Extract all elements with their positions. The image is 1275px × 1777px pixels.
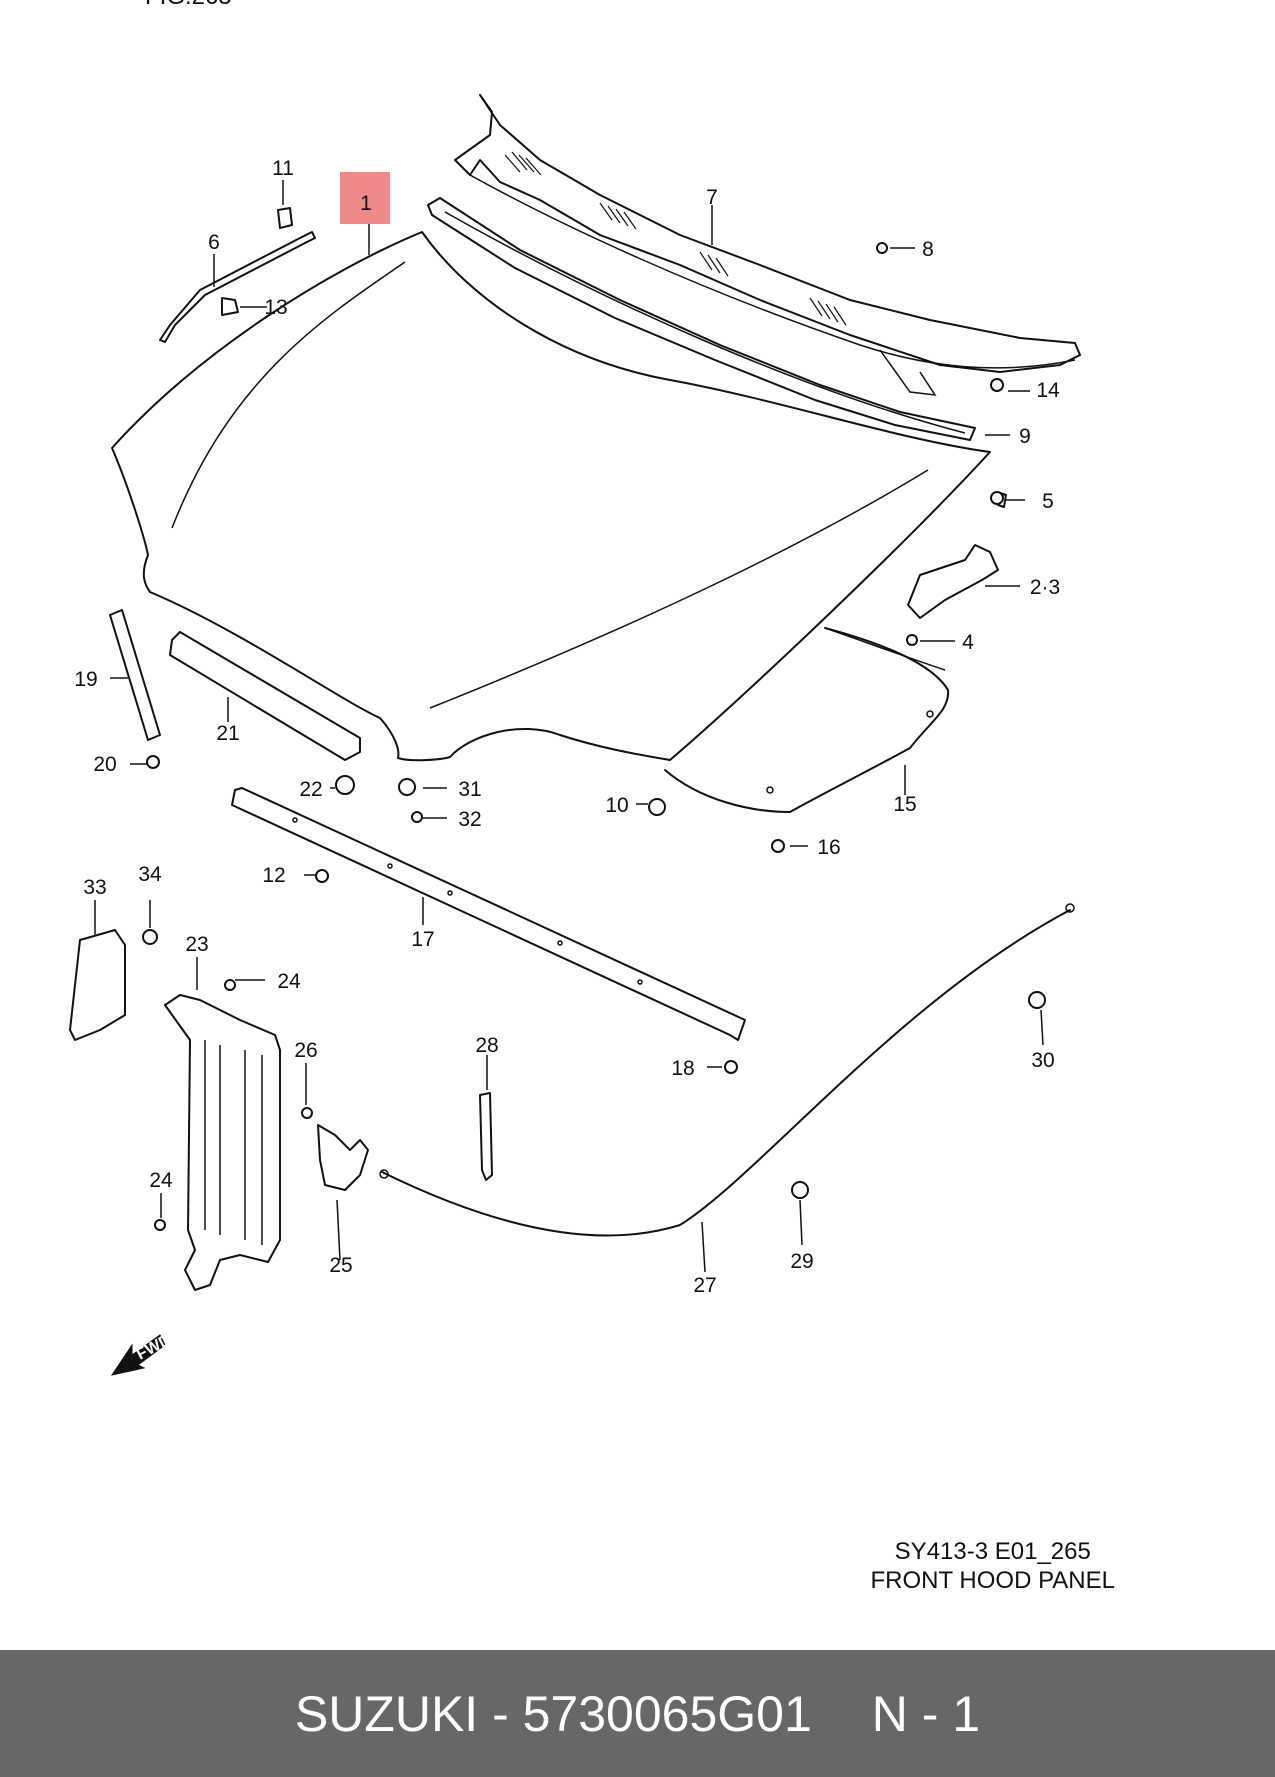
cowl-vent-hatching	[504, 151, 847, 326]
callout-4: 4	[962, 631, 974, 654]
leader-lines	[94, 180, 1044, 1273]
callout-14: 14	[1036, 379, 1060, 402]
callout-17: 17	[411, 928, 434, 951]
latch-support-23	[164, 994, 281, 1291]
callout-6: 6	[208, 231, 220, 254]
callout-34: 34	[138, 863, 162, 886]
caption-title: FRONT HOOD PANEL	[870, 1567, 1115, 1594]
fwd-label: FWD	[134, 1331, 174, 1363]
callout-7: 7	[706, 186, 718, 209]
cowl-top-panel	[454, 94, 1081, 396]
callout-28: 28	[475, 1034, 498, 1057]
callout-31: 31	[458, 778, 481, 801]
callout-16: 16	[817, 836, 840, 859]
callout-2-3: 2·3	[1030, 576, 1060, 599]
front-seal-21	[169, 631, 361, 761]
side-seal-19	[109, 609, 161, 741]
header-fragment: FIG.265	[145, 0, 232, 10]
callout-13: 13	[264, 296, 287, 319]
callout-19: 19	[74, 668, 97, 691]
fasteners	[142, 242, 1046, 1231]
fwd-arrow-icon: FWD	[110, 1331, 174, 1376]
callout-15: 15	[893, 793, 916, 816]
callout-22: 22	[299, 778, 322, 801]
callout-26: 26	[294, 1039, 317, 1062]
callout-29: 29	[790, 1250, 813, 1273]
highlight-box-part-1	[340, 172, 390, 224]
footer-quantity: N - 1	[871, 1685, 981, 1742]
callout-5: 5	[1042, 490, 1054, 513]
callout-8: 8	[922, 238, 934, 261]
hood-insulator	[664, 627, 950, 813]
parts-diagram: FIG.265	[69, 0, 1081, 1376]
callout-1: 1	[360, 192, 372, 215]
footer-bar: SUZUKI - 5730065G01 N - 1	[0, 1650, 1275, 1777]
callout-labels: 1 2·3 4 5 6 7 8 9 10 11 12 13 14 15 16 1…	[74, 157, 1060, 1297]
callout-12: 12	[262, 864, 285, 887]
rod-28	[479, 1092, 493, 1181]
hood-rear-seal	[427, 197, 976, 441]
caption-code: SY413-3 E01_265	[894, 1538, 1091, 1565]
front-weatherstrip-17	[231, 787, 746, 1041]
hood-support-rod	[159, 207, 316, 343]
release-cable-27	[379, 903, 1075, 1237]
callout-30: 30	[1031, 1049, 1054, 1072]
hood-latch-25	[317, 1124, 369, 1191]
callout-24-upper: 24	[277, 970, 301, 993]
callout-25: 25	[329, 1254, 352, 1277]
callout-11: 11	[272, 157, 294, 180]
footer-brand-part: SUZUKI - 5730065G01	[294, 1685, 812, 1742]
hood-hinge	[906, 491, 1007, 646]
callout-21: 21	[216, 722, 239, 745]
callout-24-lower: 24	[149, 1169, 173, 1192]
callout-33: 33	[83, 876, 106, 899]
diagram-caption: SY413-3 E01_265 FRONT HOOD PANEL	[871, 1537, 1115, 1595]
callout-27: 27	[693, 1274, 716, 1297]
callout-10: 10	[605, 794, 628, 817]
bracket-33	[69, 929, 126, 1041]
callout-20: 20	[93, 753, 116, 776]
callout-9: 9	[1019, 425, 1031, 448]
callout-23: 23	[185, 933, 208, 956]
callout-18: 18	[671, 1057, 694, 1080]
callout-32: 32	[458, 808, 481, 831]
